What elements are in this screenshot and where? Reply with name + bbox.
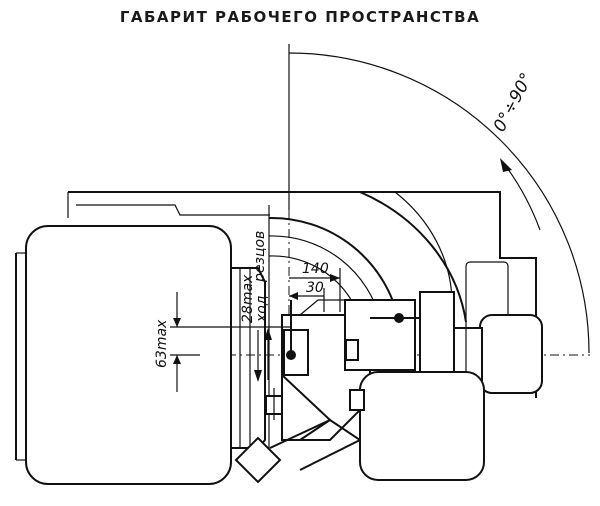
dim-140-label: 140 bbox=[302, 261, 329, 277]
right-motor bbox=[479, 314, 543, 394]
frame-inner-top bbox=[76, 204, 270, 216]
dim-140-arrow bbox=[330, 274, 340, 282]
stroke-label: 28max bbox=[240, 274, 256, 323]
frame-outline bbox=[68, 191, 537, 398]
rotation-arrowhead bbox=[500, 158, 512, 172]
rod-pivot bbox=[394, 313, 404, 323]
dim-63-label: 63max bbox=[154, 319, 170, 368]
gearbox-bolt bbox=[349, 389, 365, 411]
stroke-arrowhead-up bbox=[264, 328, 272, 340]
angle-label: 0°÷90° bbox=[490, 70, 538, 136]
dim-63-arrowhead-top bbox=[173, 318, 181, 327]
cutters-word: резцов bbox=[252, 231, 268, 283]
stroke-arrowhead-down bbox=[254, 370, 262, 382]
rod-collar bbox=[345, 339, 359, 361]
motor-block bbox=[25, 225, 232, 485]
stroke-word: ход bbox=[254, 295, 270, 323]
table-arc-outer-1 bbox=[359, 191, 467, 323]
gearbox-block bbox=[359, 371, 485, 481]
dim-30-label: 30 bbox=[306, 280, 324, 296]
diagram-title: ГАБАРИТ РАБОЧЕГО ПРОСТРАНСТВА bbox=[119, 8, 481, 26]
tool-handle bbox=[234, 436, 282, 484]
dim-63-arrowhead-bot bbox=[173, 355, 181, 364]
tool-arm bbox=[269, 418, 362, 471]
rotation-arc bbox=[288, 52, 590, 354]
table-arc-outer-2 bbox=[394, 191, 453, 301]
rotation-arrow-line bbox=[504, 164, 541, 231]
column-post bbox=[419, 291, 455, 385]
dim-30-arrow bbox=[289, 292, 298, 300]
